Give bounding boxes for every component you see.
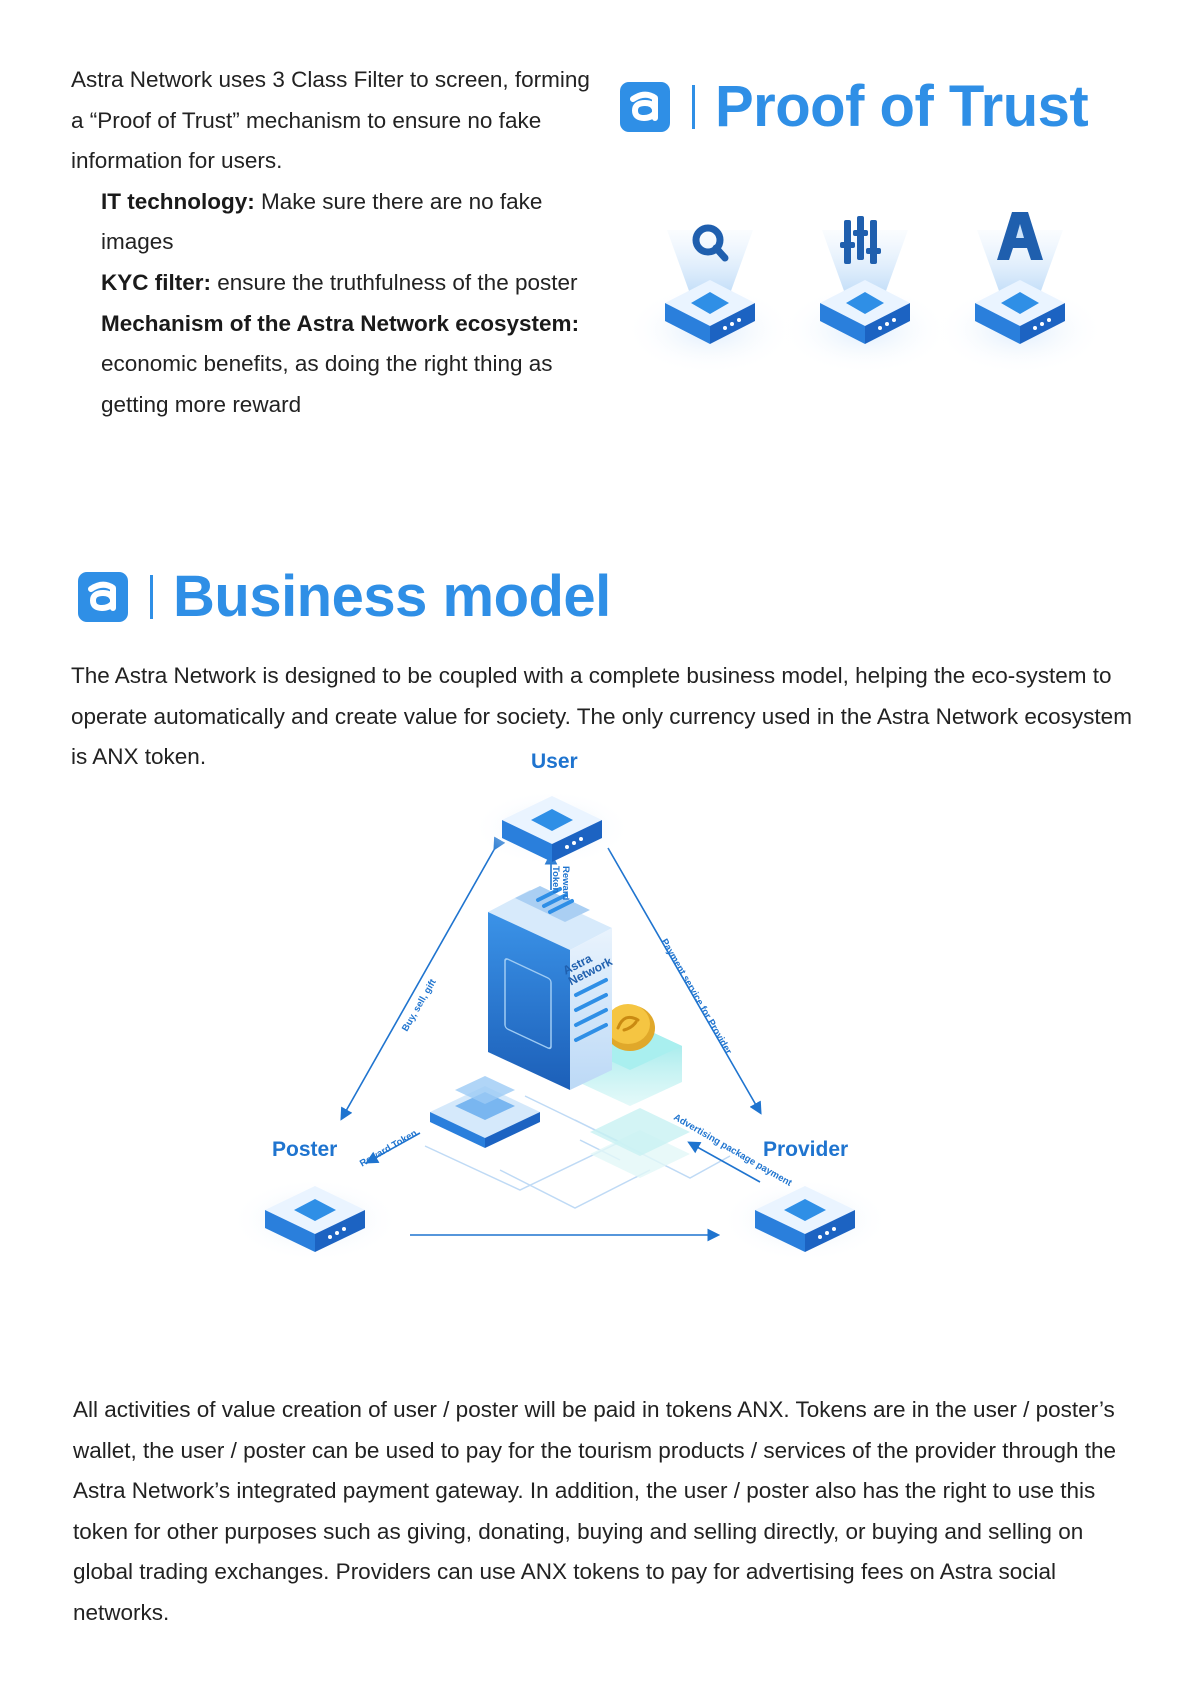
business-model-diagram: User Poster Provider Astra Network Rewar…	[220, 750, 980, 1350]
letter-a-icon	[997, 212, 1043, 260]
arrow-user-to-provider	[607, 847, 762, 1115]
filter-kyc: KYC filter: ensure the truthfulness of t…	[71, 263, 601, 304]
reward-token-user-label: Reward Token	[550, 866, 571, 901]
filter-text: Make sure there are no fake images	[101, 188, 543, 255]
filter-title: KYC filter:	[101, 269, 212, 295]
arrow-reward-to-poster	[365, 1132, 421, 1164]
data-cube	[430, 1076, 540, 1148]
equalizer-sliders-icon	[840, 216, 881, 264]
poster-node-platform	[230, 1178, 400, 1262]
astra-logo-icon	[78, 572, 128, 622]
astra-logo-icon	[620, 82, 670, 132]
section-title: Proof of Trust	[715, 74, 1089, 139]
filter-ecosystem-mechanism: Mechanism of the Astra Network ecosystem…	[71, 304, 601, 426]
anx-coin-icon	[605, 1004, 655, 1051]
kyc-filter-platform	[780, 216, 950, 375]
intro-lead: Astra Network uses 3 Class Filter to scr…	[71, 67, 590, 174]
filter-title: Mechanism of the Astra Network ecosystem…	[101, 310, 580, 336]
token-usage-paragraph: All activities of value creation of user…	[73, 1397, 1117, 1625]
business-model-description: The Astra Network is designed to be coup…	[71, 663, 1132, 770]
filter-text: ensure the truthfulness of the poster	[211, 269, 578, 295]
user-label: User	[531, 750, 578, 773]
heading-divider	[150, 575, 153, 619]
business-model-heading: Business model	[78, 568, 611, 626]
poster-label: Poster	[272, 1138, 338, 1161]
it-technology-platform	[625, 224, 795, 375]
arrow-provider-payment	[687, 1141, 761, 1183]
provider-node-platform	[720, 1178, 890, 1262]
filter-title: IT technology:	[101, 188, 255, 214]
arrow-user-to-poster	[340, 836, 506, 1121]
heading-divider	[692, 85, 695, 129]
magnifier-icon	[692, 224, 729, 262]
astra-network-server-icon	[488, 886, 612, 1090]
filter-it-technology: IT technology: Make sure there are no fa…	[71, 182, 601, 263]
provider-label: Provider	[763, 1138, 849, 1161]
filter-text: economic benefits, as doing the right th…	[101, 351, 553, 417]
trust-filters-illustration	[610, 210, 1140, 410]
user-node-platform	[472, 790, 632, 866]
ecosystem-mechanism-platform	[935, 212, 1105, 375]
section-title: Business model	[173, 564, 611, 629]
flow-arrows	[340, 836, 762, 1242]
proof-of-trust-heading: Proof of Trust	[620, 74, 1089, 139]
proof-of-trust-intro: Astra Network uses 3 Class Filter to scr…	[71, 60, 601, 425]
